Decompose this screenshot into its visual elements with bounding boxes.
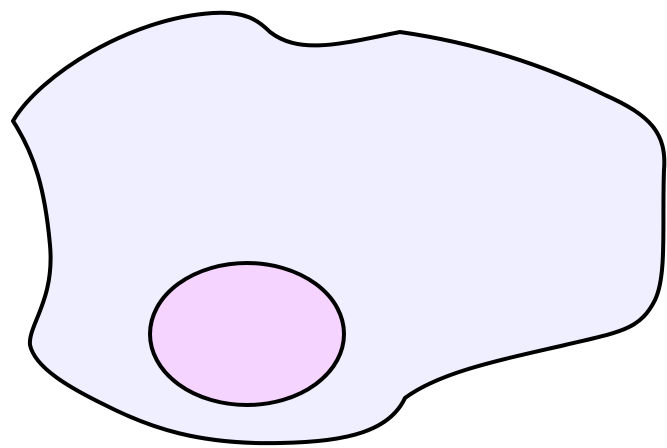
cell-body — [13, 13, 664, 443]
nucleus — [150, 263, 344, 405]
